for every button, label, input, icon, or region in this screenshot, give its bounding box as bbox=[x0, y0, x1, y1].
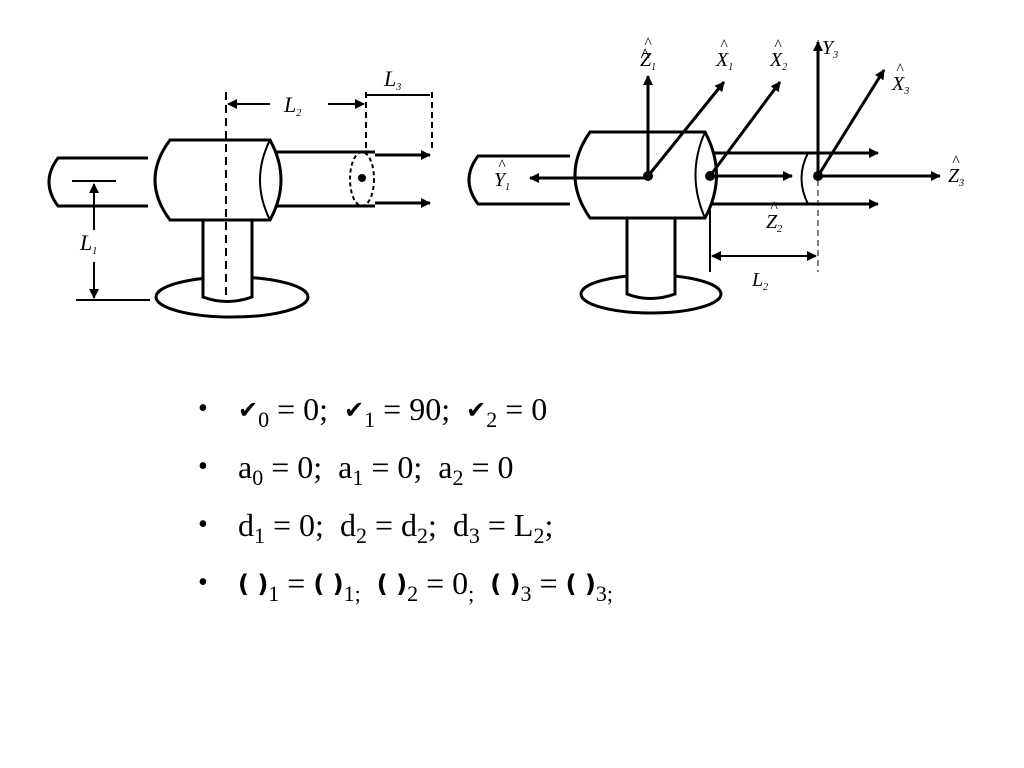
axis-x1 bbox=[646, 81, 726, 177]
left-extending-rod bbox=[270, 150, 375, 208]
theta-symbol-icon: ( ) bbox=[313, 570, 344, 598]
checkmark-icon: ✔ bbox=[466, 396, 487, 424]
right-inner-rod bbox=[467, 154, 570, 206]
left-inner-rod bbox=[47, 156, 148, 208]
label-left-L1: L1 bbox=[79, 230, 97, 257]
svg-text:^: ^ bbox=[774, 37, 782, 54]
svg-text:^: ^ bbox=[952, 153, 960, 170]
right-extending-rod bbox=[710, 151, 850, 206]
label-x1: X1 bbox=[715, 49, 733, 73]
left-mechanism bbox=[47, 138, 375, 319]
label-y3: Y3 bbox=[822, 37, 838, 61]
list-item-d: d1 = 0; d2 = d2; d3 = L2; bbox=[198, 496, 613, 554]
label-right-L2: L2 bbox=[751, 269, 768, 293]
label-x3: X3 bbox=[891, 73, 909, 97]
checkmark-icon: ✔ bbox=[238, 396, 259, 424]
right-vertical-post bbox=[625, 215, 677, 300]
svg-text:^: ^ bbox=[498, 157, 506, 174]
label-z3: Z3 bbox=[948, 165, 964, 189]
right-mechanism bbox=[467, 130, 850, 315]
svg-text:^: ^ bbox=[770, 199, 778, 216]
left-vertical-post bbox=[201, 212, 254, 303]
label-left-L3: L3 bbox=[383, 66, 401, 93]
theta-symbol-icon: ( ) bbox=[490, 570, 521, 598]
svg-text:Z1: Z1 bbox=[640, 49, 656, 73]
svg-text:^: ^ bbox=[720, 37, 728, 54]
theta-symbol-icon: ( ) bbox=[565, 570, 596, 598]
list-item-theta: ( )1 = ( )1; ( )2 = 0; ( )3 = ( )3; bbox=[198, 554, 613, 612]
svg-text:^: ^ bbox=[896, 61, 904, 78]
list-item-alpha: ✔0 = 0; ✔1 = 90; ✔2 = 0 bbox=[198, 380, 613, 438]
list-item-a: a0 = 0; a1 = 0; a2 = 0 bbox=[198, 438, 613, 496]
label-z1: ^ bbox=[640, 45, 650, 67]
label-y1: Y1 bbox=[494, 169, 510, 193]
left-body-cylinder bbox=[153, 138, 283, 222]
axis-x3 bbox=[816, 69, 886, 177]
label-x2: X2 bbox=[769, 49, 787, 73]
checkmark-icon: ✔ bbox=[344, 396, 365, 424]
label-left-L2: L2 bbox=[283, 92, 301, 119]
theta-symbol-icon: ( ) bbox=[376, 570, 408, 598]
manipulator-diagram: L1 L2 L3 ^ Z1 X1 X2 Y3 X3 Y1 Z3 Z2 bbox=[47, 35, 964, 319]
svg-text:^: ^ bbox=[644, 35, 652, 52]
axis-x2 bbox=[708, 81, 782, 177]
dh-parameter-list: ✔0 = 0; ✔1 = 90; ✔2 = 0 a0 = 0; a1 = 0; … bbox=[198, 380, 613, 612]
label-z2: Z2 bbox=[766, 211, 782, 235]
theta-symbol-icon: ( ) bbox=[238, 570, 269, 598]
